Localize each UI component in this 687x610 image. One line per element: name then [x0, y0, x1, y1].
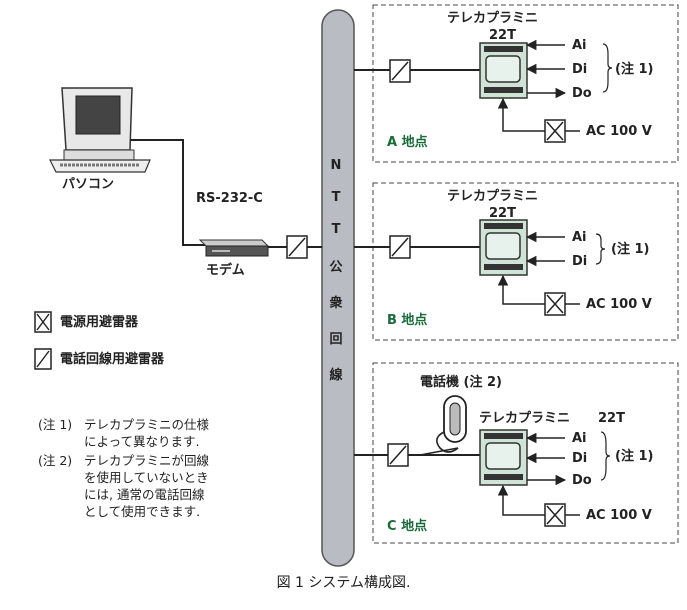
- site-c-box: [372, 362, 679, 544]
- power-arrester-a: [544, 119, 566, 143]
- bus-label-char: 公: [329, 260, 343, 275]
- site-c-phone-label: 電話機 (注 2): [420, 375, 502, 390]
- note-2-tag: (注 2): [38, 453, 73, 468]
- site-a-signal-ai: Ai: [572, 38, 587, 53]
- bus-label-char: T: [331, 222, 341, 237]
- phone-arrester-a: [389, 59, 411, 83]
- telephone-icon: [436, 395, 467, 453]
- note-2-line: には, 通常の電話回線: [84, 487, 205, 502]
- pc-label: パソコン: [62, 177, 115, 192]
- site-c-signal-ai: Ai: [572, 431, 587, 446]
- site-a-device-model: 22T: [489, 28, 516, 43]
- rs232-label: RS-232-C: [196, 191, 263, 206]
- site-a-location: A 地点: [387, 135, 428, 150]
- site-b-box: [372, 182, 679, 341]
- site-a-signal-di: Di: [572, 62, 588, 77]
- bus-label-char: 回: [329, 332, 343, 347]
- site-a-device-name: テレカプラミニ: [447, 11, 539, 26]
- bus-label-char: N: [330, 158, 342, 173]
- note-1-line: によって異なります.: [84, 434, 200, 449]
- modem-icon: [198, 239, 270, 257]
- legend-power-arrester-icon: [34, 311, 52, 333]
- site-a-box: [372, 4, 679, 163]
- site-c-device-model: 22T: [598, 411, 625, 426]
- legend-phone-arrester-icon: [34, 348, 52, 370]
- site-c-device-name: テレカプラミニ: [479, 411, 571, 426]
- site-c-signal-di: Di: [572, 451, 588, 466]
- site-a-signal-note: (注 1): [615, 62, 654, 77]
- site-b-device-name: テレカプラミニ: [447, 189, 539, 204]
- modem-label: モデム: [206, 263, 245, 278]
- site-b-location: B 地点: [387, 313, 428, 328]
- phone-arrester-modem: [286, 235, 308, 259]
- site-a-signal-do: Do: [572, 86, 592, 101]
- bus-label-char: T: [331, 190, 341, 205]
- site-c-signal-do: Do: [572, 473, 592, 488]
- legend-phone-arrester-label: 電話回線用避雷器: [60, 352, 165, 367]
- site-b-signal-di: Di: [572, 254, 588, 269]
- bus-label-char: 線: [329, 368, 343, 383]
- site-c-location: C 地点: [387, 519, 428, 534]
- site-b-signal-ai: Ai: [572, 230, 587, 245]
- telecoupler-c: [479, 429, 528, 486]
- note-1-tag: (注 1): [38, 417, 73, 432]
- note-2-line: として使用できます.: [84, 504, 201, 519]
- site-c-power: AC 100 V: [586, 508, 652, 523]
- site-a-power: AC 100 V: [586, 124, 652, 139]
- note-2-line: を使用していないとき: [84, 470, 209, 485]
- note-1-line: テレカプラミニの仕様: [84, 417, 210, 432]
- site-b-power: AC 100 V: [586, 297, 652, 312]
- figure-caption: 図 1 システム構成図.: [276, 575, 411, 591]
- power-arrester-b: [544, 292, 566, 316]
- phone-arrester-c: [387, 443, 409, 467]
- site-b-device-model: 22T: [489, 206, 516, 221]
- telecoupler-b: [479, 219, 528, 276]
- note-2-line: テレカプラミニが回線: [84, 453, 210, 468]
- telecoupler-a: [479, 42, 528, 99]
- ntt-public-line-bus: [321, 9, 355, 567]
- phone-arrester-b: [389, 235, 411, 259]
- site-b-signal-note: (注 1): [611, 242, 650, 257]
- bus-label-char: 衆: [329, 296, 343, 311]
- site-c-signal-note: (注 1): [615, 449, 654, 464]
- pc-icon: [49, 87, 151, 173]
- legend-power-arrester-label: 電源用避雷器: [60, 315, 139, 330]
- power-arrester-c: [544, 503, 566, 527]
